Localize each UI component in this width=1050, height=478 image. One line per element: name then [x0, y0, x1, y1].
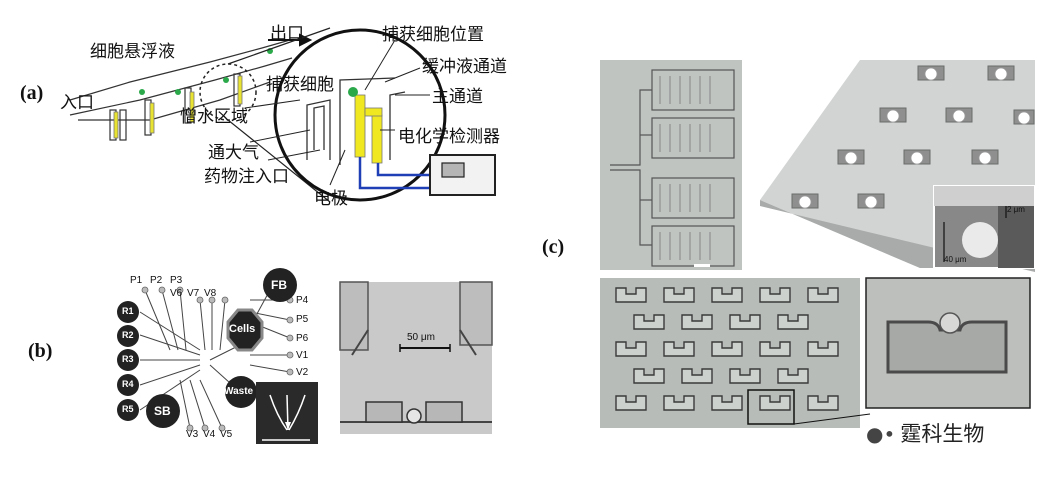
label-vent: 通大气 — [208, 143, 259, 163]
watermark-text: 霆科生物 — [900, 422, 985, 446]
label-main-channel: 主通道 — [432, 87, 483, 107]
trap-cup — [759, 395, 791, 411]
port-v1: V1 — [296, 350, 309, 361]
reservoir-r5: R5 — [122, 404, 134, 414]
trap-cup — [729, 368, 761, 384]
label-cell-suspension: 细胞悬浮液 — [90, 42, 175, 62]
reservoir-r3: R3 — [122, 354, 134, 364]
trap-cup — [759, 341, 791, 357]
scale-bar-label: 50 μm — [407, 332, 435, 343]
trap-cup — [663, 341, 695, 357]
port-v4: V4 — [203, 429, 216, 440]
inset-height-label: 40 μm — [944, 255, 967, 264]
inset-gap-label: 2 μm — [1007, 205, 1025, 214]
panel-b-label: (b) — [28, 340, 53, 362]
trap-cup — [711, 395, 743, 411]
label-capture-cell: 捕获细胞 — [266, 75, 334, 95]
port-p5: P5 — [296, 314, 309, 325]
label-capture-position: 捕获细胞位置 — [382, 25, 484, 45]
trap-cup — [777, 368, 809, 384]
trap-cup — [615, 287, 647, 303]
port-v5: V5 — [220, 429, 233, 440]
port-p3: P3 — [170, 275, 183, 286]
port-p1: P1 — [130, 275, 143, 286]
trap-cup — [681, 314, 713, 330]
trap-cup — [759, 287, 791, 303]
wechat-icon: ●• — [866, 422, 896, 446]
label-hydrophobic-region: 憎水区域 — [180, 107, 248, 127]
port-v6: V6 — [170, 288, 183, 299]
reservoir-cells: Cells — [229, 323, 256, 335]
port-v3: V3 — [186, 429, 199, 440]
reservoir-fb: FB — [271, 278, 287, 292]
trap-cup — [633, 368, 665, 384]
reservoir-r2: R2 — [122, 330, 134, 340]
reservoir-r1: R1 — [122, 306, 134, 316]
reservoir-sb: SB — [154, 404, 171, 418]
trap-cup — [729, 314, 761, 330]
trap-cup — [615, 341, 647, 357]
label-outlet: 出口 — [270, 24, 304, 44]
label-inlet: 入口 — [60, 93, 94, 113]
label-buffer-channel: 缓冲液通道 — [422, 57, 507, 77]
reservoir-waste: Waste — [224, 386, 254, 397]
panel-a-label: (a) — [20, 82, 44, 104]
reservoir-r4: R4 — [122, 379, 134, 389]
panel-c-label: (c) — [542, 236, 565, 258]
trap-cup — [681, 368, 713, 384]
trap-cup — [711, 287, 743, 303]
trap-cup — [777, 314, 809, 330]
trap-cup — [633, 314, 665, 330]
trap-cup — [807, 341, 839, 357]
trap-cup — [663, 287, 695, 303]
port-v7: V7 — [187, 288, 200, 299]
watermark: ●• 霆科生物 — [866, 418, 984, 448]
port-p2: P2 — [150, 275, 163, 286]
label-electrode: 电极 — [314, 189, 348, 209]
trap-cup — [807, 287, 839, 303]
port-v2: V2 — [296, 367, 309, 378]
label-ec-detector: 电化学检测器 — [398, 127, 500, 147]
trap-cup — [615, 395, 647, 411]
trap-cup — [663, 395, 695, 411]
port-p6: P6 — [296, 333, 309, 344]
trap-cup — [711, 341, 743, 357]
trap-cup — [807, 395, 839, 411]
label-drug-inlet: 药物注入口 — [204, 167, 289, 187]
port-p4: P4 — [296, 295, 309, 306]
port-v8: V8 — [204, 288, 217, 299]
